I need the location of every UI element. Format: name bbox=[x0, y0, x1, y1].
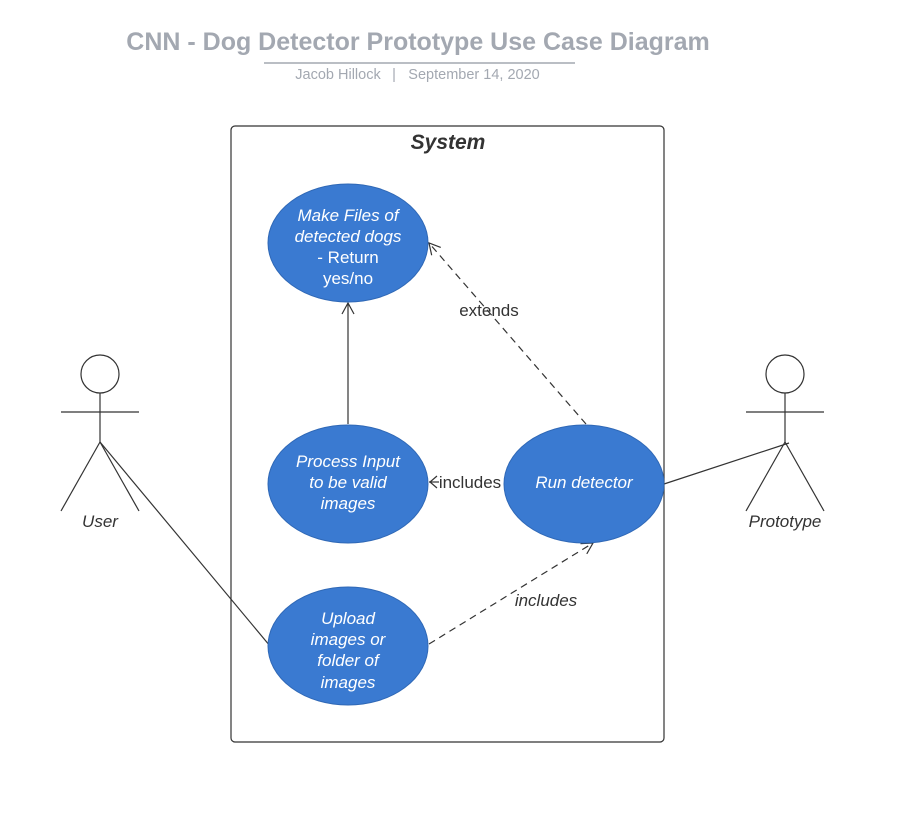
subtitle-separator: | bbox=[392, 67, 396, 83]
actor-user-head bbox=[80, 354, 120, 394]
use-case-upload-line-1: Upload bbox=[321, 609, 375, 628]
use-case-upload-line-3: folder of bbox=[317, 651, 381, 670]
actor-prototype-label: Prototype bbox=[749, 512, 822, 531]
actor-user-right-leg bbox=[99, 441, 140, 512]
use-case-make-files-line-1: Make Files of bbox=[297, 206, 400, 225]
actor-prototype bbox=[745, 354, 825, 512]
use-case-run-detector bbox=[503, 424, 665, 544]
diagram-date: September 14, 2020 bbox=[408, 67, 539, 83]
includes-upload-label: includes bbox=[515, 591, 578, 610]
system-label: System bbox=[411, 131, 486, 154]
use-case-process-input bbox=[267, 424, 429, 544]
use-case-process-input-line-3: images bbox=[321, 494, 376, 513]
actor-user-left-leg bbox=[60, 441, 101, 512]
use-case-make-files-line-4: yes/no bbox=[323, 269, 373, 288]
use-case-make-files bbox=[267, 183, 429, 303]
actor-prototype-left-leg bbox=[745, 441, 786, 512]
actor-user bbox=[60, 354, 140, 512]
use-case-upload-line-4: images bbox=[321, 673, 376, 692]
use-case-process-input-line-1: Process Input bbox=[296, 452, 401, 471]
use-case-run-detector-label: Run detector bbox=[535, 473, 634, 492]
includes-process-label: includes bbox=[439, 473, 501, 492]
extends-connector bbox=[428, 242, 587, 425]
actor-user-label: User bbox=[82, 512, 119, 531]
includes-process-arrowhead bbox=[429, 475, 438, 489]
actor-prototype-right-leg bbox=[784, 441, 825, 512]
extends-label: extends bbox=[459, 301, 519, 320]
use-case-upload-line-2: images or bbox=[311, 630, 387, 649]
use-case-make-files-line-2: detected dogs bbox=[295, 227, 402, 246]
actor-prototype-head bbox=[765, 354, 805, 394]
use-case-upload-images bbox=[267, 586, 429, 706]
user-association-line bbox=[99, 441, 271, 647]
author-name: Jacob Hillock bbox=[295, 67, 381, 83]
includes-upload-connector bbox=[428, 542, 595, 645]
use-case-process-input-line-2: to be valid bbox=[309, 473, 387, 492]
diagram-title: CNN - Dog Detector Prototype Use Case Di… bbox=[126, 28, 709, 56]
prototype-association-line bbox=[663, 442, 790, 485]
use-case-make-files-line-3: - Return bbox=[317, 248, 378, 267]
